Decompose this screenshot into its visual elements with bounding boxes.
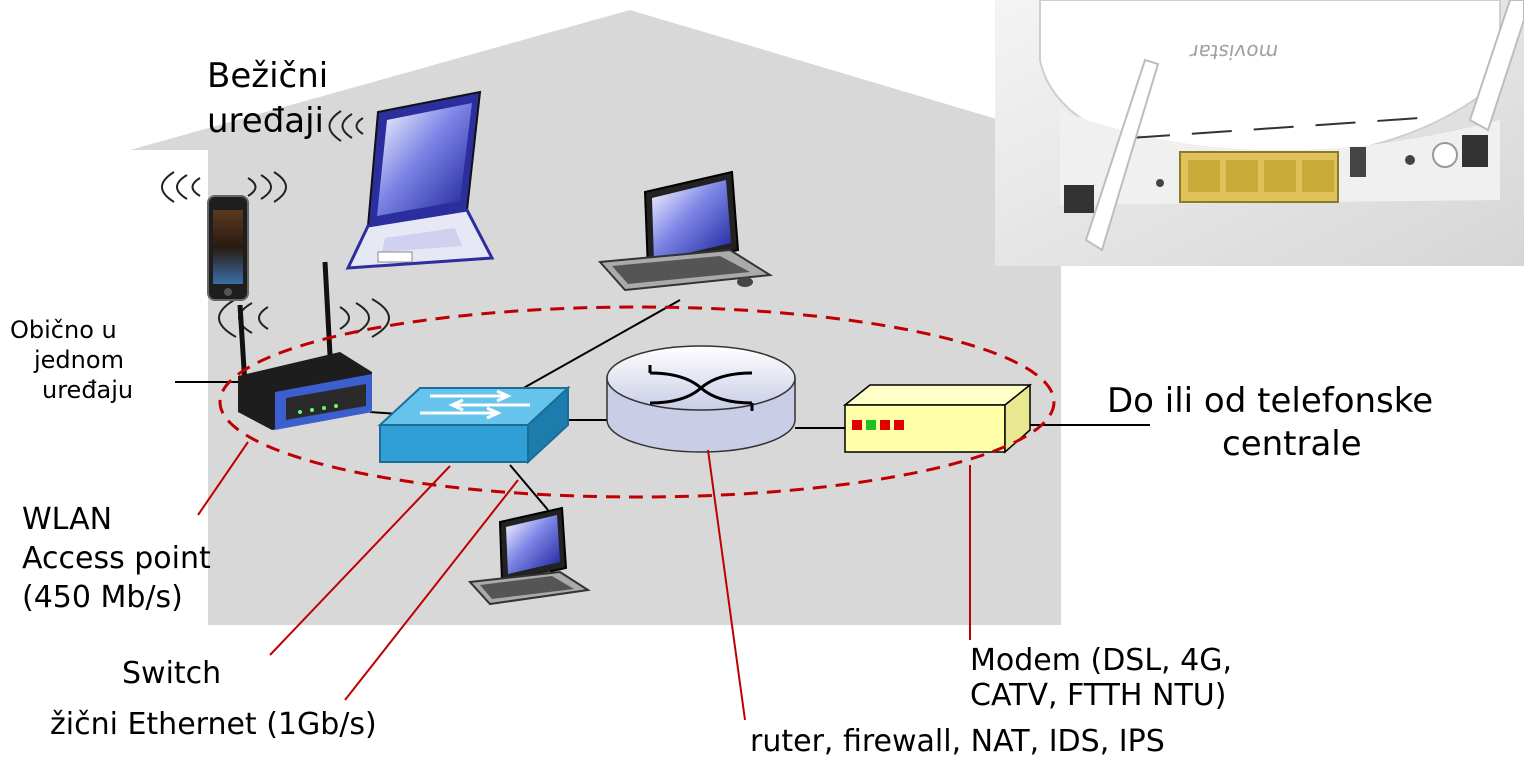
laptop-icon (345, 90, 495, 270)
telco-label-line2: centrale (1222, 424, 1362, 464)
desktop-computer-bottom-icon (467, 506, 591, 606)
router-label: ruter, firewall, NAT, IDS, IPS (750, 724, 1165, 759)
annotation-lines (197, 441, 971, 721)
wlan-access-point-icon (237, 261, 372, 430)
desktop-computer-top-icon (597, 170, 773, 292)
wired-ethernet-label: žični Ethernet (1Gb/s) (50, 707, 377, 742)
switch-label: Switch (122, 656, 222, 691)
telco-label-line1: Do ili od telefonske (1107, 381, 1434, 421)
wlan-label-line1: WLAN (22, 502, 113, 537)
router-brand-text: movistar (1188, 40, 1280, 64)
home-router-photo (995, 0, 1524, 266)
modem-label-line2: CATV, FTTH NTU) (970, 678, 1227, 713)
wireless-devices-label-line1: Bežični (207, 56, 329, 96)
wlan-label-line2: Access point (22, 541, 211, 576)
combined-device-label-line1: Obično u (10, 316, 117, 344)
modem-icon (842, 383, 1033, 454)
smartphone-icon (207, 195, 249, 301)
home-network-boundary (218, 305, 1056, 499)
modem-label-line1: Modem (DSL, 4G, (970, 643, 1233, 678)
wireless-devices-label-line2: uređaji (207, 101, 325, 141)
ip-router-icon (606, 345, 796, 453)
wlan-label-line3: (450 Mb/s) (22, 580, 183, 615)
switch-icon (377, 385, 571, 465)
combined-device-label-line2: jednom (34, 346, 124, 374)
combined-device-label-line3: uređaju (42, 376, 134, 404)
